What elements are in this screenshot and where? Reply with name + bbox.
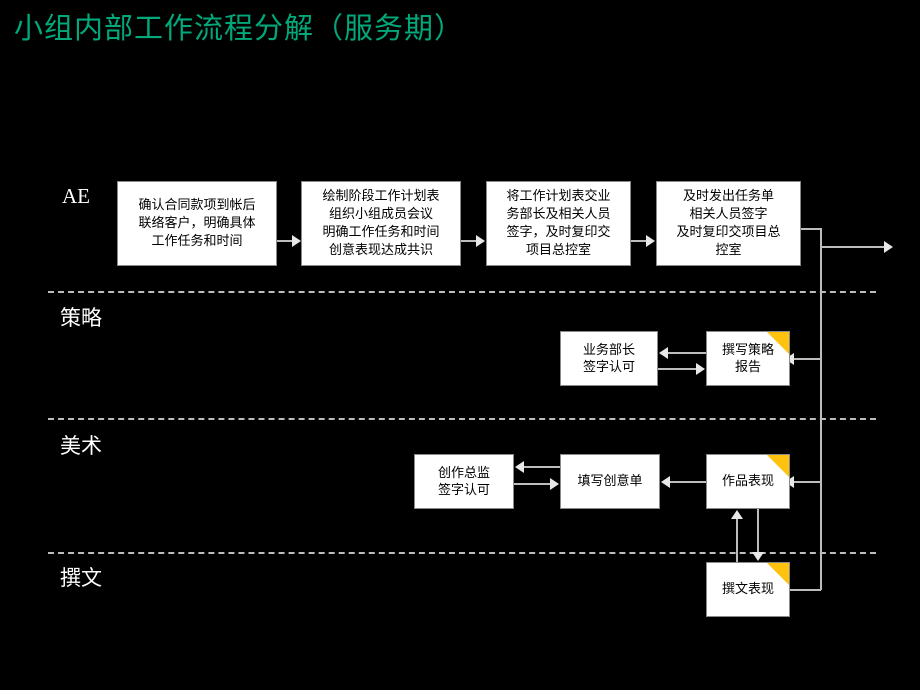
connector-bus-to-celue [792,358,821,360]
arrowhead-bus-exit [884,241,893,253]
lane-divider-ae-celue [48,291,876,293]
process-box-meishu-director-signature[interactable]: 创作总监 签字认可 [414,454,514,509]
connector-ae1-to-ae2 [277,240,293,242]
arrowhead-ae1-to-ae2 [292,235,301,247]
connector-ae3-to-ae4 [631,240,647,242]
process-box-label: 创作总监 签字认可 [437,465,490,498]
process-box-ae-issue-task[interactable]: 及时发出任务单 相关人员签字 及时复印交项目总 控室 [656,181,801,266]
process-box-ae-work-plan[interactable]: 绘制阶段工作计划表 组织小组成员会议 明确工作任务和时间 创意表现达成共识 [301,181,461,266]
arrowhead-celue-report-to-sign [659,347,668,359]
connector-zhuanwen-to-artwork [736,518,738,562]
process-box-label: 业务部长 签字认可 [582,342,635,375]
arrowhead-meishu-artwork-to-form [661,476,670,488]
arrowhead-meishu-form-to-sign [515,461,524,473]
lane-label-meishu: 美术 [60,434,102,458]
arrowhead-artwork-to-zhuanwen [752,552,764,561]
process-box-meishu-artwork[interactable]: 作品表现 [706,454,790,509]
connector-meishu-artwork-to-form [670,481,706,483]
connector-ae4-to-bus [801,228,821,230]
connector-bus-to-exit [820,246,885,248]
process-box-label: 及时发出任务单 相关人员签字 及时复印交项目总 控室 [676,188,781,258]
process-box-ae-submit-plan[interactable]: 将工作计划表交业 务部长及相关人员 签字，及时复印交 项目总控室 [486,181,631,266]
lane-label-zhuanwen: 撰文 [60,566,102,590]
process-box-label: 撰写策略 报告 [721,342,774,375]
connector-celue-sign-to-report [658,368,697,370]
process-box-ae-confirm-contract[interactable]: 确认合同款项到帐后 联络客户，明确具体 工作任务和时间 [117,181,277,266]
process-box-label: 将工作计划表交业 务部长及相关人员 签字，及时复印交 项目总控室 [506,188,611,258]
process-box-label: 确认合同款项到帐后 联络客户，明确具体 工作任务和时间 [138,197,256,249]
process-box-label: 作品表现 [721,474,774,489]
process-box-label: 填写创意单 [577,474,643,489]
arrowhead-ae3-to-ae4 [646,235,655,247]
lane-divider-meishu-zhuanwen [48,552,876,554]
page-title: 小组内部工作流程分解（服务期） [14,11,465,45]
arrowhead-zhuanwen-to-artwork [731,510,743,519]
connector-meishu-sign-to-form [514,483,551,485]
arrowhead-celue-sign-to-report [696,363,705,375]
arrowhead-meishu-sign-to-form [550,478,559,490]
process-box-celue-manager-signature[interactable]: 业务部长 签字认可 [560,331,658,386]
lane-divider-celue-meishu [48,418,876,420]
process-box-zhuanwen-copywriting[interactable]: 撰文表现 [706,562,790,617]
arrowhead-ae2-to-ae3 [476,235,485,247]
connector-ae2-to-ae3 [461,240,477,242]
connector-artwork-to-zhuanwen [757,509,759,553]
lane-label-ae: AE [62,184,90,208]
connector-bus-drop-zhuanwen [820,568,822,590]
lane-label-celue: 策略 [60,306,102,330]
connector-bus-into-zhuanwen [772,589,820,591]
process-box-label: 绘制阶段工作计划表 组织小组成员会议 明确工作任务和时间 创意表现达成共识 [322,188,440,258]
distribution-bus-vertical [820,228,822,568]
connector-celue-report-to-sign [668,352,706,354]
process-box-meishu-creative-form[interactable]: 填写创意单 [560,454,660,509]
process-box-celue-write-report[interactable]: 撰写策略 报告 [706,331,790,386]
connector-bus-to-meishu [792,481,821,483]
process-box-label: 撰文表现 [721,582,774,597]
connector-meishu-form-to-sign [524,466,560,468]
